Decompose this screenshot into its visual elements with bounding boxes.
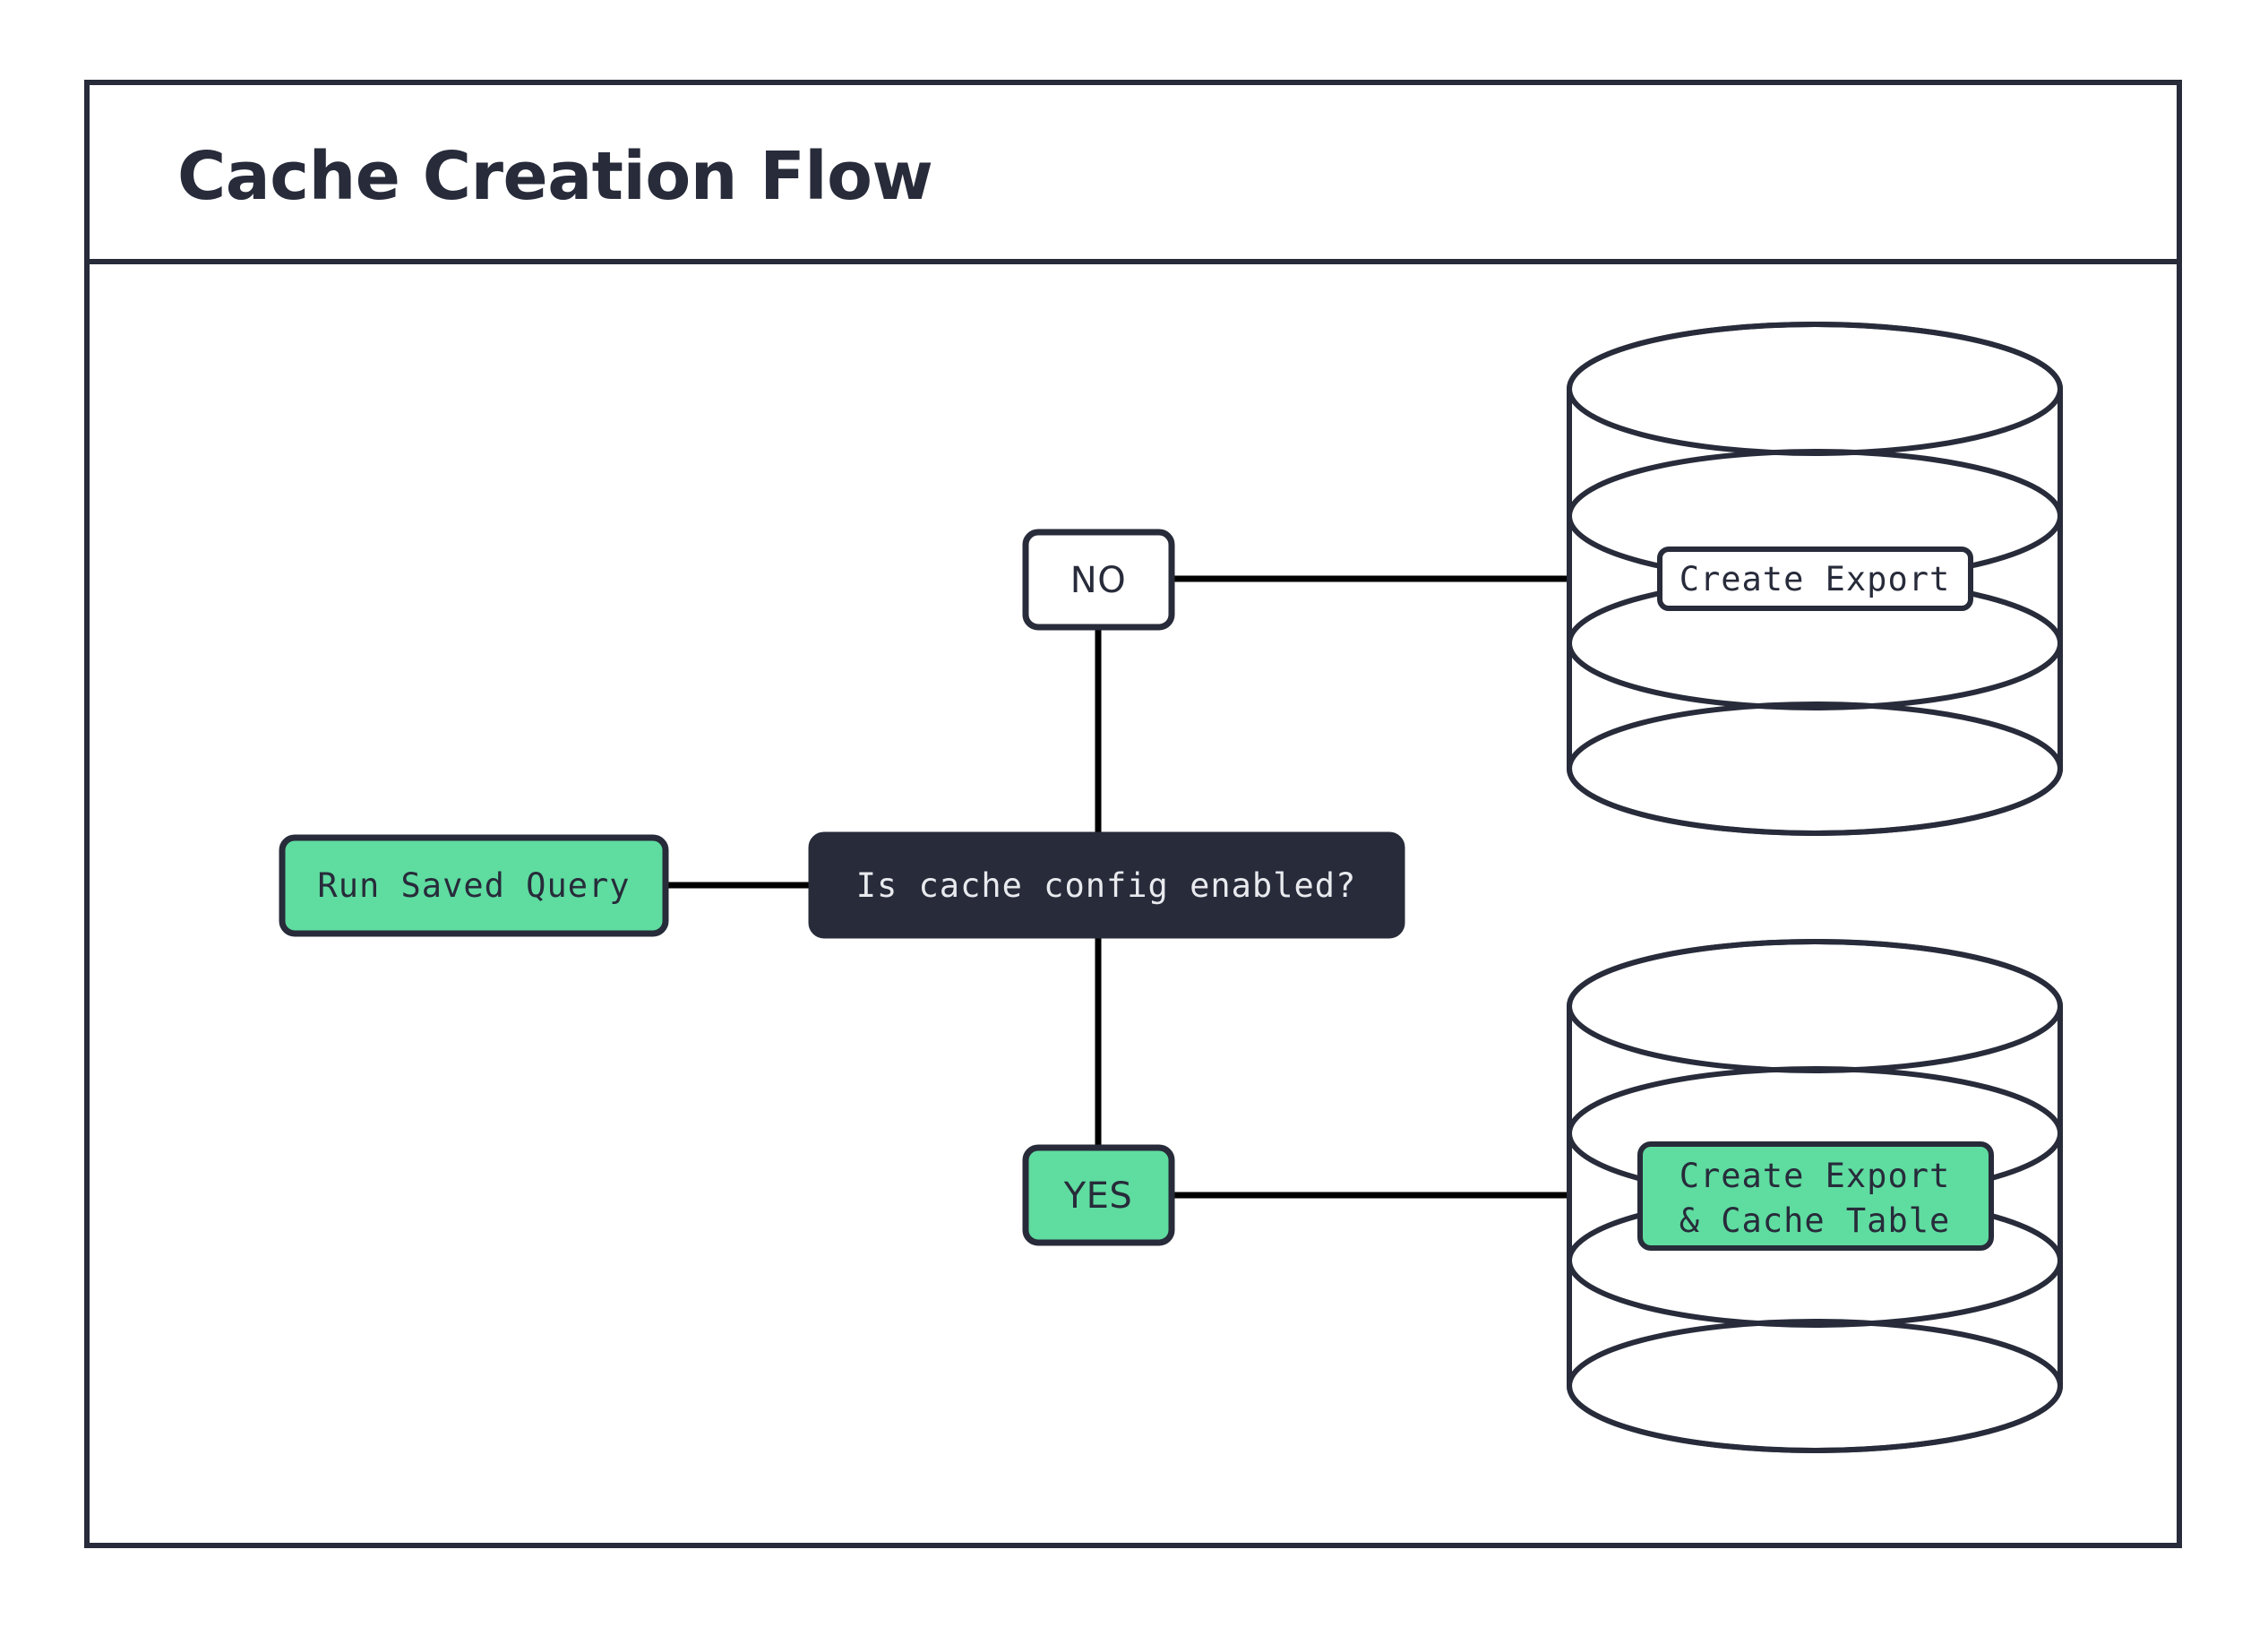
page-title: Cache Creation Flow — [177, 138, 932, 215]
node-cache-config-decision[interactable]: Is cache config enabled? — [808, 831, 1405, 939]
node-create-export-cache-db[interactable]: Create Export & Cache Table — [1567, 939, 2063, 1453]
cylinder-label-text: Create Export — [1680, 560, 1951, 598]
cylinder-disc-4 — [1567, 702, 2063, 836]
node-branch-yes[interactable]: YES — [1022, 1144, 1175, 1246]
branch-no-label: NO — [1070, 560, 1126, 601]
cylinder2-label-box — [1637, 1141, 1994, 1251]
branch-yes-box — [1022, 1144, 1175, 1246]
run-saved-query-box — [279, 834, 669, 937]
node-create-export-db[interactable]: Create Export — [1567, 322, 2063, 836]
branch-no-box — [1022, 529, 1175, 631]
cylinder2-label-line2: & Cache Table — [1680, 1201, 1951, 1240]
cache-config-decision-label: Is cache config enabled? — [856, 866, 1357, 905]
cylinder-label-box — [1657, 547, 1973, 611]
cylinder2-label-line1: Create Export — [1680, 1157, 1951, 1195]
node-run-saved-query[interactable]: Run Saved Query — [279, 834, 669, 937]
node-branch-no[interactable]: NO — [1022, 529, 1175, 631]
cache-config-decision-box — [808, 831, 1405, 939]
cylinder2-disc-4 — [1567, 1319, 2063, 1453]
run-saved-query-label: Run Saved Query — [317, 866, 630, 905]
branch-yes-label: YES — [1063, 1175, 1133, 1217]
